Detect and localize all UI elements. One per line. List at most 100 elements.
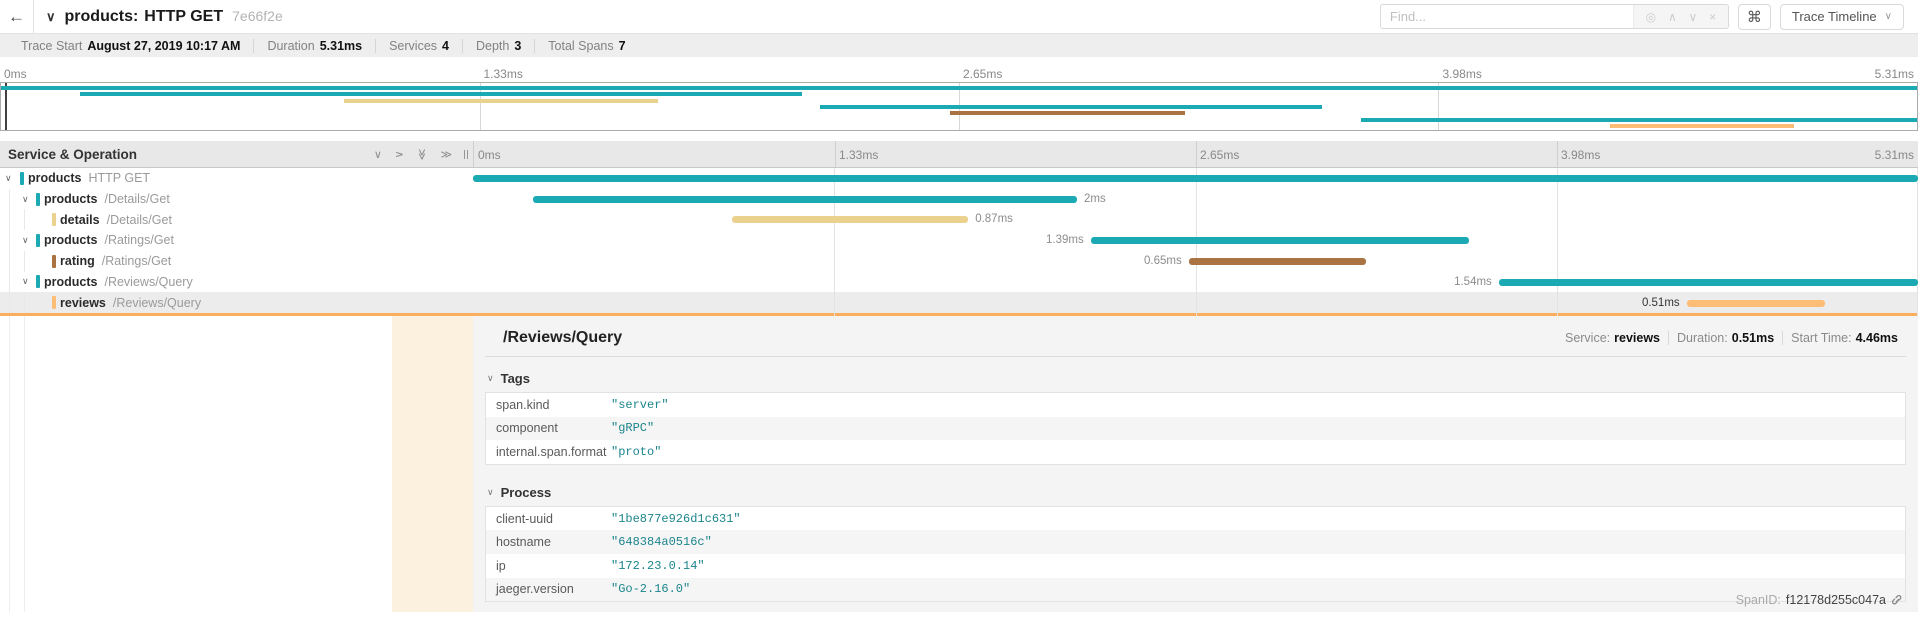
kv-row-internal.span.format[interactable]: internal.span.format "proto" [486, 440, 1905, 464]
find-input[interactable] [1380, 5, 1633, 28]
find-prev-icon[interactable]: ∧ [1667, 9, 1677, 24]
column-resize-handle[interactable] [461, 149, 470, 159]
view-selector-label: Trace Timeline [1791, 9, 1877, 24]
span-bar-cell[interactable]: 1.54ms [473, 272, 1918, 293]
minimap-span-bar [80, 92, 802, 97]
duration-label: Duration [267, 38, 315, 53]
timeline-ruler: 0ms 1.33ms 2.65ms 3.98ms 5.31ms [473, 141, 1918, 167]
span-duration-bar[interactable] [1498, 278, 1918, 286]
minimap-span-bar [949, 111, 1185, 116]
total-spans-value: 7 [618, 38, 626, 53]
span-bar-cell[interactable]: 0.87ms [473, 209, 1918, 230]
kv-value: "proto" [611, 444, 662, 459]
chevron-down-icon[interactable]: ∨ [5, 172, 12, 183]
kv-value: "gRPC" [611, 421, 655, 436]
span-bar-cell[interactable]: 1.39ms [473, 230, 1918, 251]
span-name-cell[interactable]: ∨products/Reviews/Query [0, 271, 473, 293]
span-row-details-Details-Get[interactable]: details/Details/Get 0.87ms [0, 209, 1918, 231]
process-section-header[interactable]: ∨ Process [473, 465, 1918, 506]
tree-indent-guides [0, 316, 392, 612]
keyboard-shortcuts-button[interactable]: ⌘ [1737, 3, 1771, 30]
tags-section-header[interactable]: ∨ Tags [473, 357, 1918, 392]
operation-name: HTTP GET [88, 171, 151, 186]
service-color-bar [20, 171, 24, 185]
meta-duration: Duration:0.51ms [1668, 331, 1782, 345]
span-row-products-Reviews-Query[interactable]: ∨products/Reviews/Query 1.54ms [0, 271, 1918, 293]
span-duration-bar[interactable] [1188, 257, 1366, 265]
deep-link-icon[interactable] [1891, 594, 1904, 607]
trace-header[interactable]: ∨ products:HTTP GET 7e66f2e [46, 8, 283, 26]
tree-controls: ∨ ∨ ≫ ≫ [373, 148, 452, 161]
collapse-trace-icon[interactable]: ∨ [46, 8, 56, 24]
span-duration-bar[interactable] [1090, 237, 1470, 245]
collapse-one-icon[interactable]: ∨ [373, 148, 382, 161]
kv-key: internal.span.format [496, 444, 607, 459]
kv-key: component [496, 421, 558, 436]
kv-value: "172.23.0.14" [611, 558, 705, 573]
kv-row-component[interactable]: component "gRPC" [486, 416, 1905, 441]
services-value: 4 [442, 38, 449, 53]
kv-row-client-uuid[interactable]: client-uuid"1be877e926d1c631" [486, 507, 1905, 531]
process-table: client-uuid"1be877e926d1c631"hostname"64… [485, 505, 1906, 603]
kv-row-span.kind[interactable]: span.kind"server" [486, 393, 1905, 417]
chevron-down-icon: ∨ [487, 486, 494, 497]
minimap-tick-4: 5.31ms [1874, 67, 1914, 81]
expand-one-icon[interactable]: ∨ [393, 149, 406, 159]
span-name-cell[interactable]: rating/Ratings/Get [0, 250, 473, 272]
trace-view-selector[interactable]: Trace Timeline ∨ [1779, 3, 1904, 30]
kv-value: "648384a0516c" [611, 535, 712, 550]
span-bar-cell[interactable]: 0.65ms [473, 251, 1918, 272]
selected-span-accent-column [392, 316, 473, 612]
span-duration-label: 1.54ms [1454, 275, 1492, 288]
total-spans-label: Total Spans [548, 38, 614, 53]
kv-key: jaeger.version [496, 582, 574, 597]
find-next-icon[interactable]: ∨ [1688, 9, 1698, 24]
chevron-down-icon[interactable]: ∨ [22, 234, 29, 245]
span-bar-cell[interactable]: 0.51ms [473, 292, 1918, 313]
span-bar-cell[interactable] [473, 168, 1918, 189]
chevron-down-icon[interactable]: ∨ [22, 276, 29, 287]
chevron-down-icon: ∨ [487, 373, 494, 383]
kv-value: "Go-2.16.0" [611, 582, 691, 597]
span-name-cell[interactable]: ∨products/Details/Get [0, 188, 473, 210]
span-detail-meta: Service:reviews Duration:0.51ms Start Ti… [1557, 331, 1906, 345]
trace-operation-name: HTTP GET [144, 7, 224, 25]
ruler-tick-3: 3.98ms [1561, 148, 1601, 162]
collapse-all-icon[interactable]: ≫ [415, 148, 428, 160]
minimap-scrubber-handle[interactable] [5, 83, 7, 130]
process-section-title: Process [500, 484, 552, 500]
kv-row-ip[interactable]: ip"172.23.0.14" [486, 554, 1905, 578]
minimap-span-bar [820, 104, 1322, 109]
span-name-cell[interactable]: ∨products/Ratings/Get [0, 230, 473, 251]
minimap-canvas[interactable] [0, 82, 1918, 131]
service-color-bar [52, 254, 56, 268]
span-duration-bar[interactable] [1686, 300, 1826, 308]
expand-all-icon[interactable]: ≫ [440, 148, 452, 161]
span-duration-bar[interactable] [473, 175, 1918, 182]
operation-name: /Reviews/Query [104, 274, 193, 289]
span-duration-bar[interactable] [532, 195, 1077, 203]
service-color-bar [36, 233, 40, 247]
span-name-cell[interactable]: reviews/Reviews/Query [0, 292, 473, 313]
span-bar-cell[interactable]: 2ms [473, 189, 1918, 210]
chevron-down-icon[interactable]: ∨ [22, 193, 29, 204]
kv-row-hostname[interactable]: hostname"648384a0516c" [486, 530, 1905, 554]
find-clear-icon[interactable]: × [1709, 9, 1717, 24]
back-button[interactable]: ← [0, 0, 34, 33]
find-scope-icon[interactable]: ◎ [1645, 9, 1657, 24]
span-name-cell[interactable]: details/Details/Get [0, 209, 473, 231]
span-duration-label: 0.87ms [975, 213, 1013, 226]
meta-start-time: Start Time:4.46ms [1782, 331, 1906, 345]
ruler-tick-2: 2.65ms [1200, 148, 1240, 162]
service-name: details/Details/Get [60, 212, 172, 227]
kv-row-jaeger.version[interactable]: jaeger.version "Go-2.16.0" [486, 577, 1905, 602]
span-duration-bar[interactable] [731, 216, 969, 224]
